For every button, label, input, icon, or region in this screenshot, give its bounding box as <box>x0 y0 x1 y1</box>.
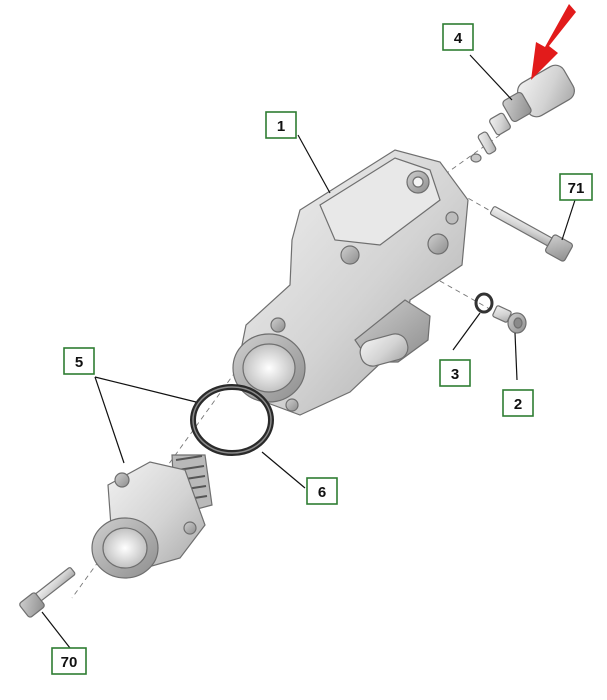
callout-1: 1 <box>265 111 297 139</box>
svg-text:3: 3 <box>451 366 459 383</box>
plug-screw-2 <box>492 305 527 334</box>
svg-text:70: 70 <box>61 654 78 671</box>
callout-2: 2 <box>502 389 534 417</box>
thermostat-5 <box>91 454 213 579</box>
svg-text:4: 4 <box>454 30 463 47</box>
callout-4: 4 <box>442 23 474 51</box>
callout-71: 71 <box>559 173 593 201</box>
callout-3: 3 <box>439 359 471 387</box>
seal-ring-3 <box>474 292 494 314</box>
indicator-arrow <box>531 4 576 80</box>
callout-5: 5 <box>63 347 95 375</box>
svg-text:5: 5 <box>75 354 83 371</box>
temperature-sensor <box>470 64 575 163</box>
svg-text:1: 1 <box>277 118 285 135</box>
leader-lines <box>41 54 576 649</box>
thermostat-housing <box>232 149 469 416</box>
o-ring-6 <box>190 384 274 456</box>
svg-text:2: 2 <box>514 396 522 413</box>
callout-70: 70 <box>51 647 87 675</box>
callout-6: 6 <box>306 477 338 505</box>
bolt-70 <box>19 567 76 618</box>
bolt-71 <box>489 206 573 262</box>
svg-text:6: 6 <box>318 484 326 501</box>
svg-text:71: 71 <box>568 180 585 197</box>
